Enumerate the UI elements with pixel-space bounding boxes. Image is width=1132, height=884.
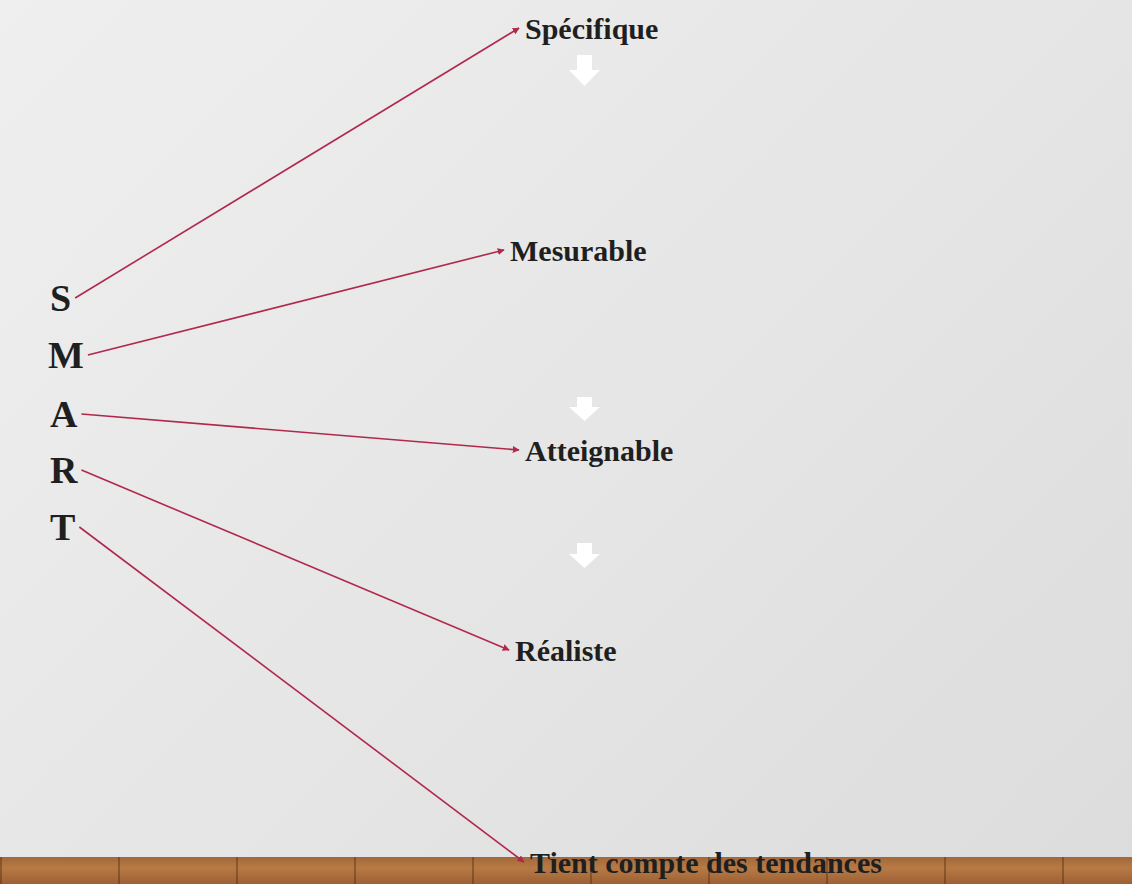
node-text: A bbox=[50, 395, 77, 433]
node-text: T bbox=[50, 508, 75, 546]
connector-arrow bbox=[81, 414, 519, 450]
node-text: Mesurable bbox=[510, 234, 647, 267]
acronym-letter: R bbox=[50, 451, 77, 489]
node-text: S bbox=[50, 279, 71, 317]
acronym-letter: S bbox=[50, 279, 71, 317]
connector-arrow bbox=[81, 470, 509, 650]
connector-arrow bbox=[75, 28, 519, 298]
node-text: Spécifique bbox=[525, 12, 658, 45]
criterion-word: Tient compte des tendances bbox=[530, 846, 882, 879]
criterion-word: Spécifique bbox=[525, 12, 658, 45]
node-text: Réaliste bbox=[515, 634, 617, 667]
connector-arrow bbox=[79, 527, 524, 862]
down-arrow bbox=[569, 55, 600, 568]
criterion-word: Réaliste bbox=[515, 634, 617, 667]
acronym-letter: M bbox=[48, 336, 84, 374]
node-text: Atteignable bbox=[525, 434, 673, 467]
criterion-word: Atteignable bbox=[525, 434, 673, 467]
node-text: M bbox=[48, 336, 84, 374]
node-text: Tient compte des tendances bbox=[530, 846, 882, 879]
connector-arrow bbox=[88, 250, 504, 355]
criterion-word: Mesurable bbox=[510, 234, 647, 267]
acronym-letter: A bbox=[50, 395, 77, 433]
node-text: R bbox=[50, 451, 77, 489]
acronym-letter: T bbox=[50, 508, 75, 546]
